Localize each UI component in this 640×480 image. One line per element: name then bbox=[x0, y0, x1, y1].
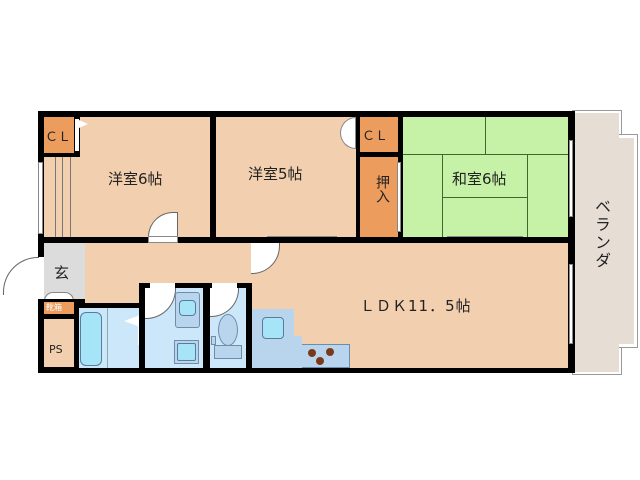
stair-line-mid bbox=[62, 157, 63, 237]
entrance-label: 玄 bbox=[54, 264, 70, 282]
kitchen-counter-join bbox=[292, 336, 302, 368]
entrance-door-swing[interactable] bbox=[3, 257, 39, 295]
wall-mid-horizontal bbox=[44, 237, 568, 243]
tatami-line-v1 bbox=[485, 117, 486, 154]
stove-counter bbox=[300, 344, 350, 368]
burner-3 bbox=[316, 357, 324, 365]
wall-entrance-right bbox=[74, 299, 79, 368]
veranda-ext bbox=[614, 138, 634, 344]
wall-wash-toilet bbox=[203, 283, 210, 368]
hallway bbox=[85, 243, 247, 287]
burner-2 bbox=[326, 348, 334, 356]
wall-bath-top bbox=[79, 303, 141, 308]
washbasin bbox=[179, 300, 196, 316]
western-room-1-label: 洋室6帖 bbox=[108, 170, 163, 188]
stair-lines bbox=[55, 157, 71, 237]
closet-1 bbox=[44, 117, 74, 153]
window-veranda-2[interactable] bbox=[569, 264, 573, 344]
pipe-space-label: PS bbox=[49, 343, 63, 356]
window-west-1 bbox=[38, 162, 43, 234]
pipe-space bbox=[44, 319, 74, 367]
wall-r2-cl bbox=[356, 117, 360, 239]
veranda bbox=[575, 113, 619, 372]
wall-cl2-oshiire bbox=[360, 152, 400, 157]
hallway-ext bbox=[85, 287, 140, 303]
closet-2 bbox=[360, 117, 398, 152]
oshiire-sliding[interactable] bbox=[397, 162, 401, 232]
toilet-bowl bbox=[218, 314, 238, 346]
wall-shoebox-ps bbox=[44, 314, 76, 319]
veranda-label: ベランダ bbox=[592, 198, 611, 270]
ldk-label: ＬＤＫ11．5帖 bbox=[360, 297, 472, 315]
toilet-paper bbox=[211, 336, 216, 345]
tatami-line-h2 bbox=[442, 197, 527, 198]
wall-wash-top bbox=[139, 283, 252, 288]
entrance bbox=[44, 243, 85, 299]
closet-1-wall-bottom bbox=[44, 153, 80, 157]
closet-1-label: ＣＬ bbox=[45, 130, 72, 145]
closet-2-label: ＣＬ bbox=[362, 129, 389, 144]
r1-door-gap bbox=[148, 236, 178, 243]
oshiire bbox=[360, 157, 398, 237]
western-room-2-label: 洋室5帖 bbox=[248, 165, 303, 183]
wall-r1-r2 bbox=[210, 117, 216, 239]
oshiire-label: 押入 bbox=[374, 175, 390, 203]
bathroom-door-flap bbox=[124, 316, 138, 326]
toilet-door-gap bbox=[212, 283, 237, 288]
shoe-box bbox=[44, 302, 74, 314]
japanese-room-label: 和室6帖 bbox=[452, 170, 507, 188]
bathtub bbox=[80, 312, 102, 366]
entrance-door-opening[interactable] bbox=[38, 257, 44, 299]
tatami-line-v2 bbox=[442, 154, 443, 237]
washing-machine-drum bbox=[177, 343, 196, 361]
shoe-box-label: 靴箱 bbox=[46, 303, 62, 312]
hallway-ldk-link bbox=[246, 243, 254, 287]
bathtub-divider bbox=[107, 308, 108, 368]
closet-1-door-flap bbox=[79, 120, 88, 128]
western-room-2 bbox=[216, 117, 356, 237]
closet-1-door[interactable] bbox=[75, 119, 79, 151]
kitchen-sink bbox=[262, 317, 284, 339]
tatami-line-v3 bbox=[527, 154, 528, 237]
window-veranda-1[interactable] bbox=[569, 140, 573, 217]
tatami-line-h1 bbox=[403, 154, 568, 155]
wall-bath-wash bbox=[139, 283, 145, 368]
wall-toilet-ldk bbox=[246, 283, 252, 368]
burner-1 bbox=[308, 349, 316, 357]
toilet-tank bbox=[214, 345, 242, 359]
wash-door-gap bbox=[150, 283, 175, 288]
wall-entrance-bottom bbox=[44, 299, 79, 302]
